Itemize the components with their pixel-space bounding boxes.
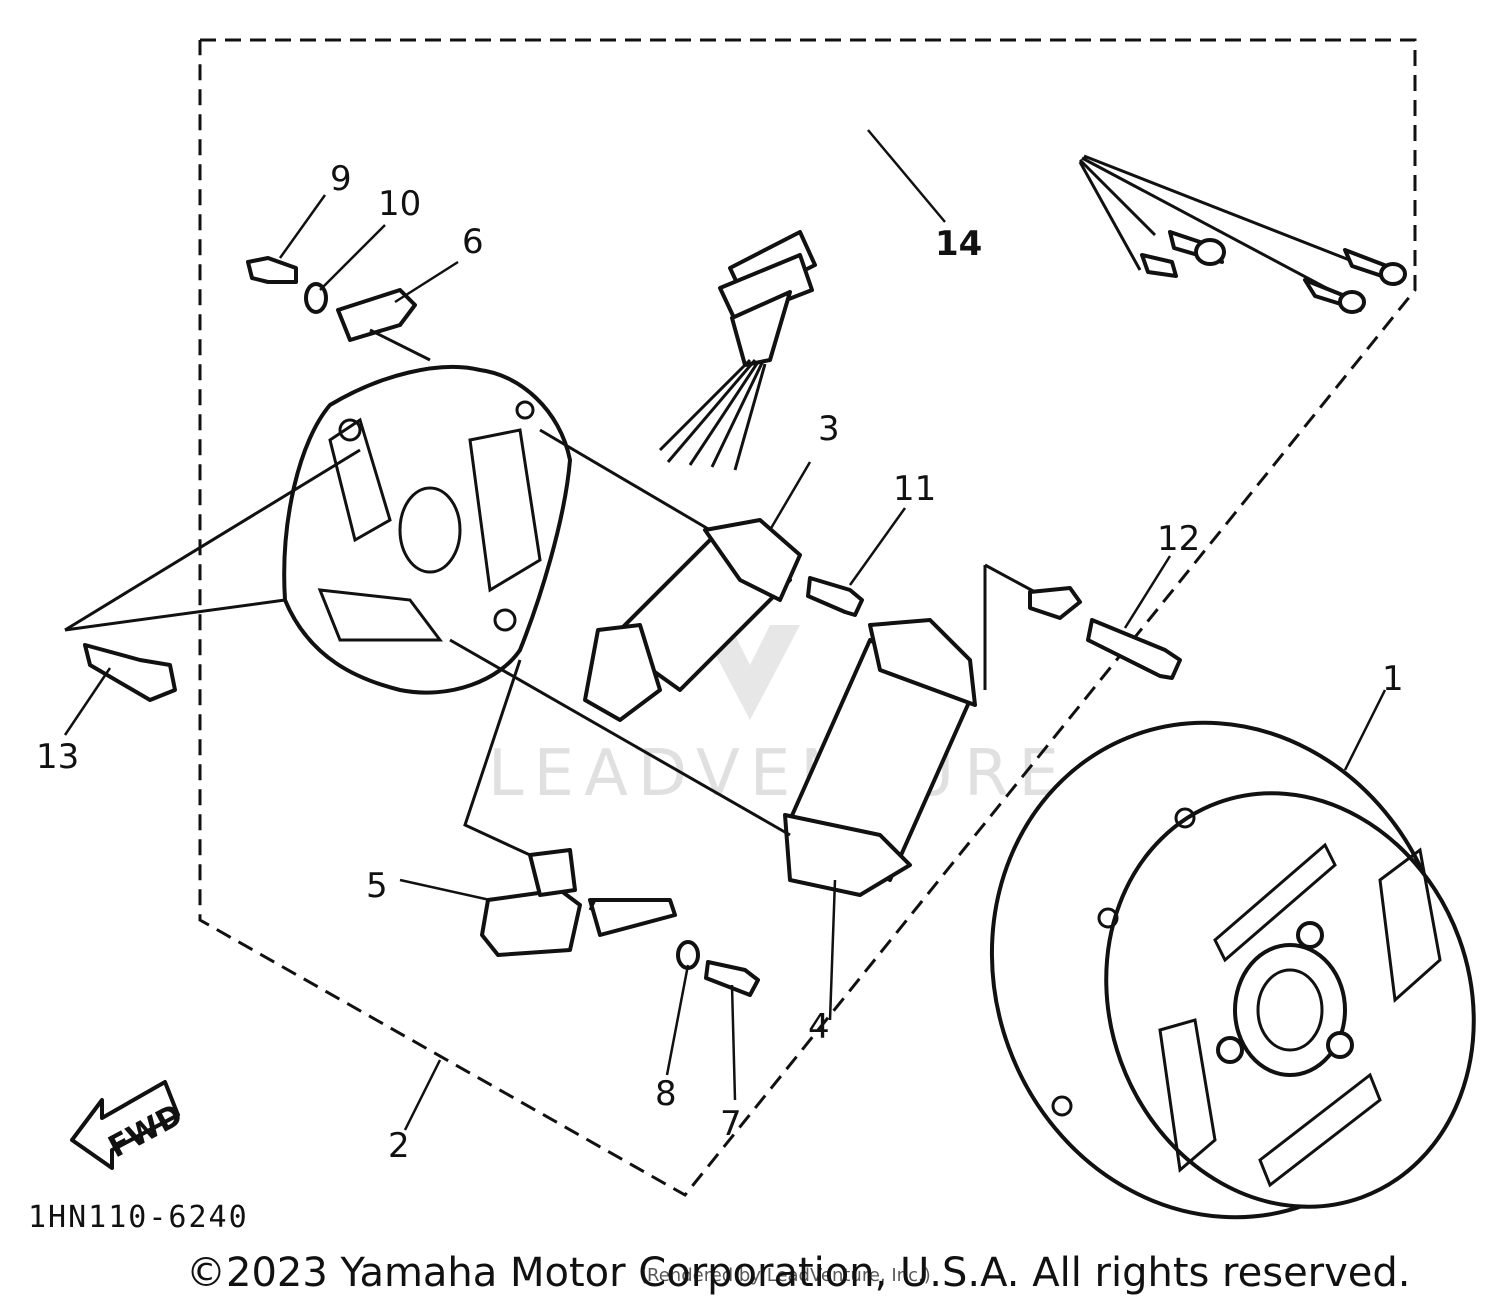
bolt [1086,618,1182,680]
pan-head-screw [246,256,298,284]
callout-3: 3 [818,409,840,449]
callout-12: 12 [1157,519,1200,559]
callout-7: 7 [720,1104,742,1144]
fwd-arrow-icon: FWD [70,1080,189,1170]
stator-base-plate [282,364,572,695]
callout-4: 4 [808,1007,830,1047]
drawing-code: 1HN110-6240 [28,1200,249,1235]
washer [304,282,328,314]
lead-clip [1028,586,1082,620]
pulser-coil [480,848,677,957]
watermark: LEADVENTURE [488,625,1069,811]
callout-9: 9 [330,159,352,199]
pulser-washer [676,940,700,970]
leader-lines [63,129,1387,1131]
watermark-text: LEADVENTURE [488,737,1069,811]
callout-13: 13 [36,737,79,777]
wire-harness [658,60,1407,471]
callout-10: 10 [378,184,421,224]
pulser-screw [704,960,760,997]
callout-2: 2 [388,1126,410,1166]
lighting-coil [783,618,977,897]
charge-coil [583,518,802,722]
rendered-by-note: (Rendered by LeadVenture, Inc.) [640,1265,931,1286]
cross-head-screw [83,643,177,702]
coil-screw [806,576,864,617]
reference-lines [64,328,1036,911]
callout-1: 1 [1382,659,1404,699]
callout-5: 5 [366,866,388,906]
callout-11: 11 [893,469,936,509]
assembly-boundary [198,38,1417,1197]
callout-6: 6 [462,222,484,262]
callout-8: 8 [655,1074,677,1114]
callout-14: 14 [935,224,982,264]
callouts: 1 2 3 4 5 6 7 8 9 10 11 12 13 14 [36,159,1404,1166]
flywheel-rotor [989,720,1476,1220]
copyright-notice: ©2023 Yamaha Motor Corporation, U.S.A. A… [186,1250,1411,1296]
